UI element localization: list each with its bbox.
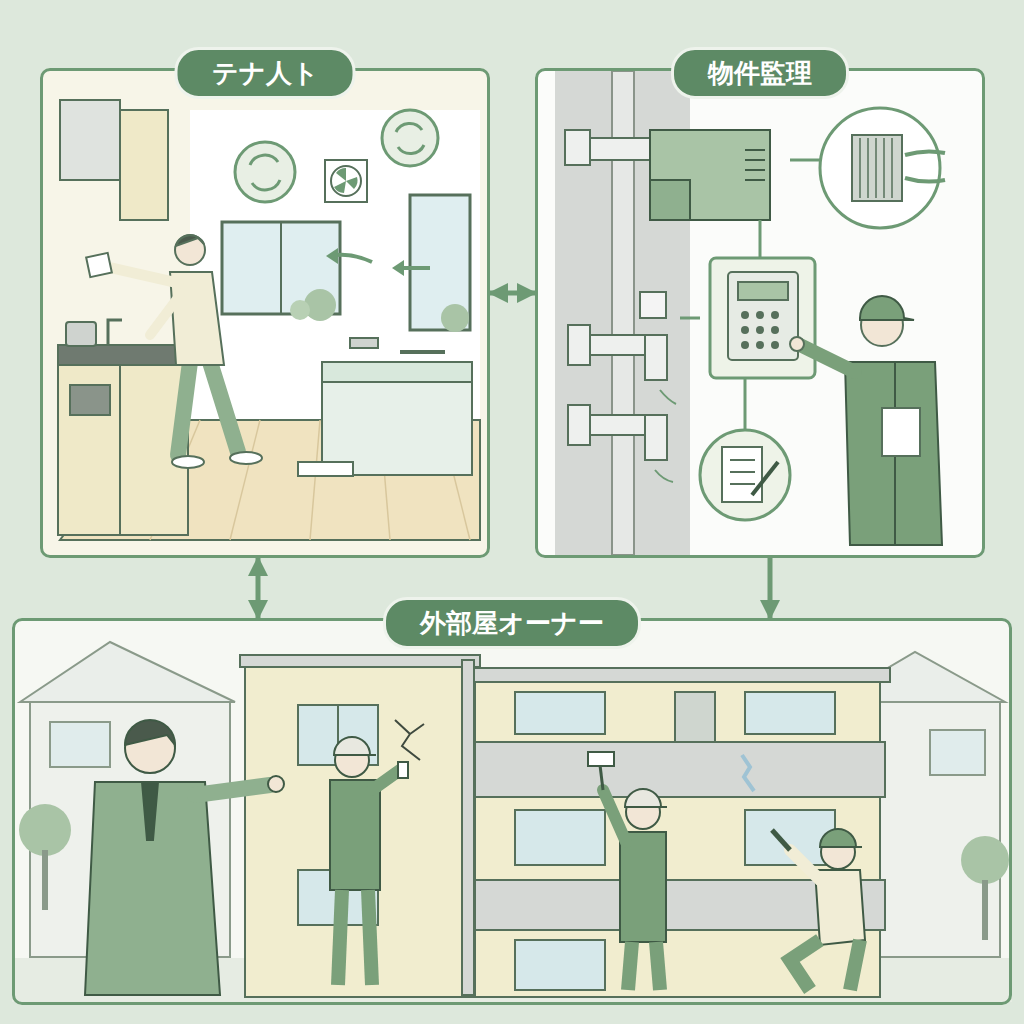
management-scene: [555, 71, 945, 555]
panel-box: 外部屋オーナー: [12, 618, 1012, 1005]
panel-box: テナ人ト: [40, 68, 490, 558]
panel-heading: 外部屋オーナー: [383, 597, 641, 649]
connector-arrow: [490, 291, 535, 296]
owner-scene: [12, 642, 1012, 1002]
connector-arrow: [768, 558, 773, 618]
panel-heading: テナ人ト: [175, 47, 356, 99]
panel-heading: 物件監理: [671, 47, 849, 99]
panel-fills: [12, 68, 1012, 1005]
tenant-scene: [58, 100, 480, 540]
panel-box: 物件監理: [535, 68, 985, 558]
connector-arrow: [256, 558, 261, 618]
